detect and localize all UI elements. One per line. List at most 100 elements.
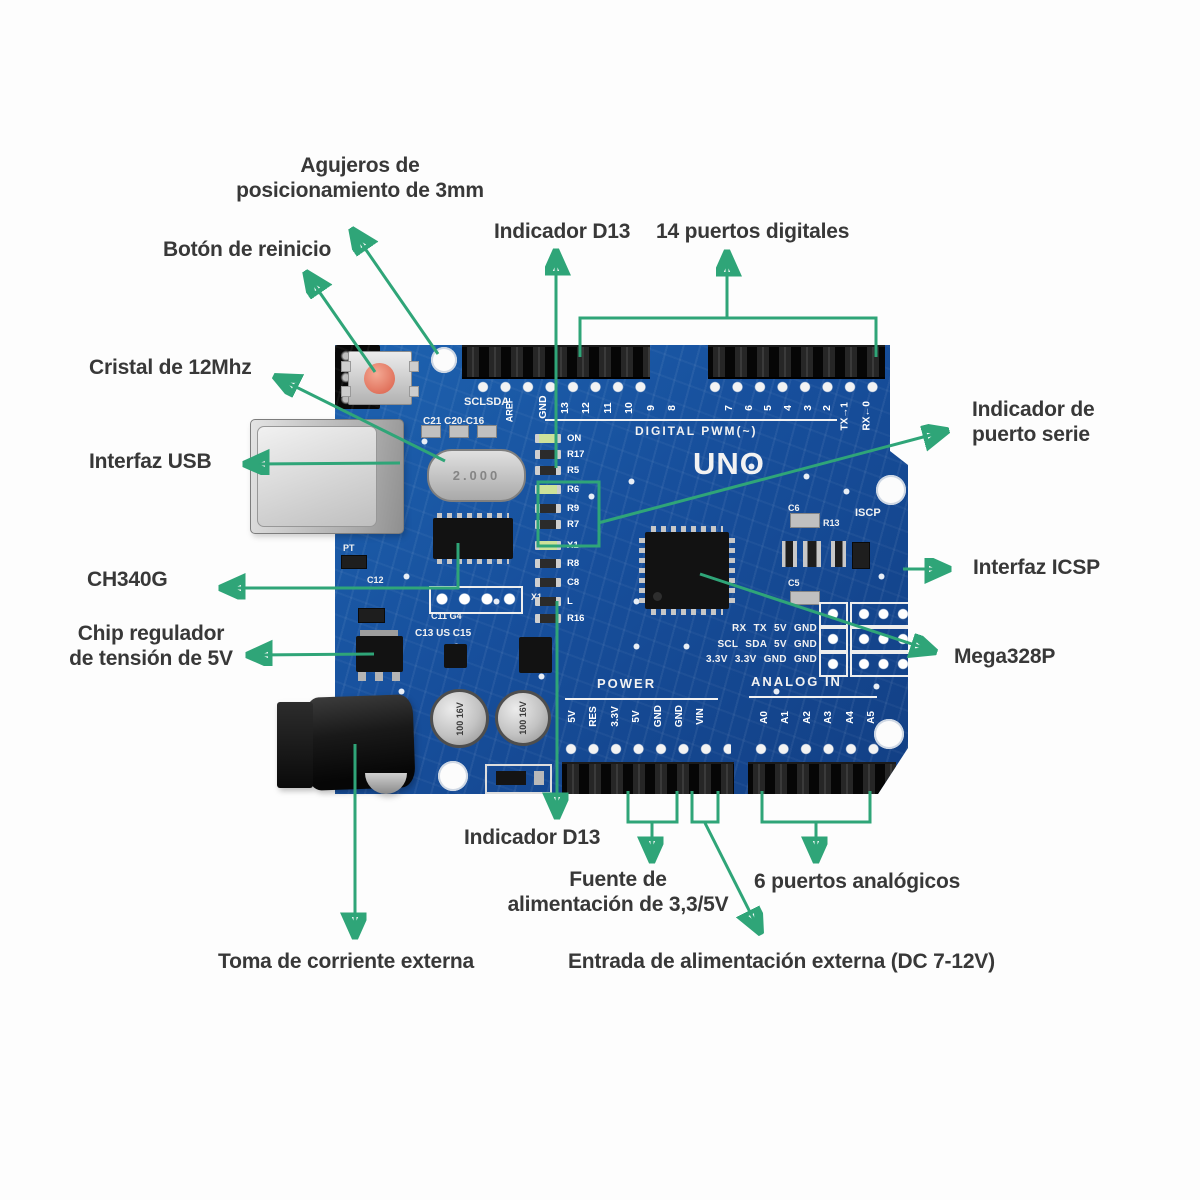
silk-label: C8: [567, 577, 580, 588]
label-line: Chip regulador: [77, 622, 225, 645]
chip-pins: [729, 538, 735, 603]
pin-label: 13: [558, 402, 571, 414]
mounting-hole-bottom-left: [438, 761, 468, 791]
silk-divider: [565, 698, 718, 700]
silk-divider: [749, 696, 877, 698]
crystal-12mhz: 2.000: [427, 449, 526, 502]
power-jack-tab: [365, 773, 407, 794]
smd-component: [803, 541, 821, 567]
pin-label: GND: [652, 704, 664, 727]
pin-label: RES: [588, 705, 600, 727]
reset-leg: [409, 361, 419, 372]
pcb-vias: [335, 345, 338, 348]
resistor-row: R17: [535, 449, 584, 460]
analog-header: [748, 762, 896, 794]
reset-button: [341, 351, 419, 405]
smd-component: [341, 555, 367, 569]
silk-label: R6: [567, 484, 580, 495]
smd-component: [535, 559, 561, 568]
pin-label: A5: [866, 710, 878, 724]
label-analog-ports: 6 puertos analógicos: [754, 870, 961, 893]
silk-c12: C12: [367, 575, 384, 585]
label-ch340g: CH340G: [87, 568, 168, 591]
chip-pins: [639, 538, 645, 603]
resistor-row: R7: [535, 519, 579, 530]
through-holes: [563, 741, 731, 757]
smd-component: [535, 485, 561, 494]
label-line: Fuente de: [569, 868, 667, 891]
silk-label: R7: [567, 519, 580, 530]
resistor-row: L: [535, 596, 573, 607]
pin-label: 5V: [631, 709, 643, 723]
silk-label: R9: [567, 503, 580, 514]
label-d13-indicator-bottom: Indicador D13: [464, 826, 601, 849]
pin-label: 3: [801, 405, 814, 411]
through-holes: [475, 379, 655, 395]
pad-box: [819, 627, 848, 652]
pad-box: [819, 652, 848, 677]
pin-label: 2: [821, 405, 834, 411]
smd-cap: [421, 425, 441, 438]
label-icsp-interface: Interfaz ICSP: [973, 556, 1100, 579]
bracket-external-input: [690, 791, 720, 824]
reset-leg: [341, 361, 351, 372]
label-crystal: Cristal de 12Mhz: [89, 356, 252, 379]
label-line: de tensión de 5V: [69, 646, 233, 670]
chip-pins: [437, 559, 509, 564]
pad-box: [850, 652, 908, 677]
smd-component: [831, 541, 846, 567]
arrow-mounting-holes: [355, 234, 440, 355]
chip-pins: [651, 609, 723, 615]
smd-component: [535, 504, 561, 513]
bracket-power-source: [626, 791, 679, 824]
crystal-marking: 2.000: [452, 468, 501, 483]
smd-component: [535, 434, 561, 443]
through-holes: [707, 379, 889, 395]
pin-label: A2: [801, 710, 813, 724]
pin-label: 7: [722, 405, 735, 411]
transistor: [444, 644, 467, 668]
smd-component: [535, 597, 561, 606]
smd-c5: [790, 591, 820, 605]
pin-label: A1: [780, 710, 792, 724]
pin-label: RX TX 5V GND: [731, 623, 817, 634]
silk-c13-row: C13 US C15: [415, 628, 472, 639]
electrolytic-capacitor: 100 16V: [430, 689, 489, 748]
smd-component: [535, 450, 561, 459]
label-power-source: Fuente de alimentación de 3,3/5V: [490, 868, 746, 918]
pin-label: GND: [536, 395, 549, 419]
led-row: X1: [535, 540, 579, 551]
chip-pin1-dimple: [653, 592, 662, 601]
pin-label: A0: [759, 710, 771, 724]
reset-leg: [341, 386, 351, 397]
capacitor-marking: 100 16V: [518, 701, 528, 735]
silk-label: R17: [567, 449, 585, 460]
smd-component: [535, 466, 561, 475]
ch340g-chip: [433, 513, 513, 564]
digital-header-left: [462, 345, 650, 379]
mounting-hole-bottom-right: [874, 719, 904, 749]
silk-tx1: TX→1: [839, 402, 851, 431]
pin-label: 11: [601, 402, 614, 414]
silk-iscp: ISCP: [855, 507, 881, 519]
smd-component: [782, 541, 797, 567]
led-row: ON: [535, 433, 581, 444]
pin-label: 8: [665, 405, 678, 411]
pin-label: A3: [823, 710, 835, 724]
silk-label: ON: [567, 433, 582, 444]
smd-c6: [790, 513, 820, 528]
usb-b-connector: [250, 419, 404, 534]
silk-c6: C6: [788, 503, 800, 513]
silk-c5: C5: [788, 578, 800, 588]
silk-pt: PT: [343, 543, 355, 553]
label-serial-indicator: Indicador de puerto serie: [972, 398, 1095, 448]
pin-label: 6: [742, 405, 755, 411]
resistor-row: C8: [535, 577, 579, 588]
silk-caps-row: C21 C20-C16: [423, 416, 485, 427]
dc-power-jack: [277, 694, 417, 796]
silk-label: R16: [567, 613, 585, 624]
